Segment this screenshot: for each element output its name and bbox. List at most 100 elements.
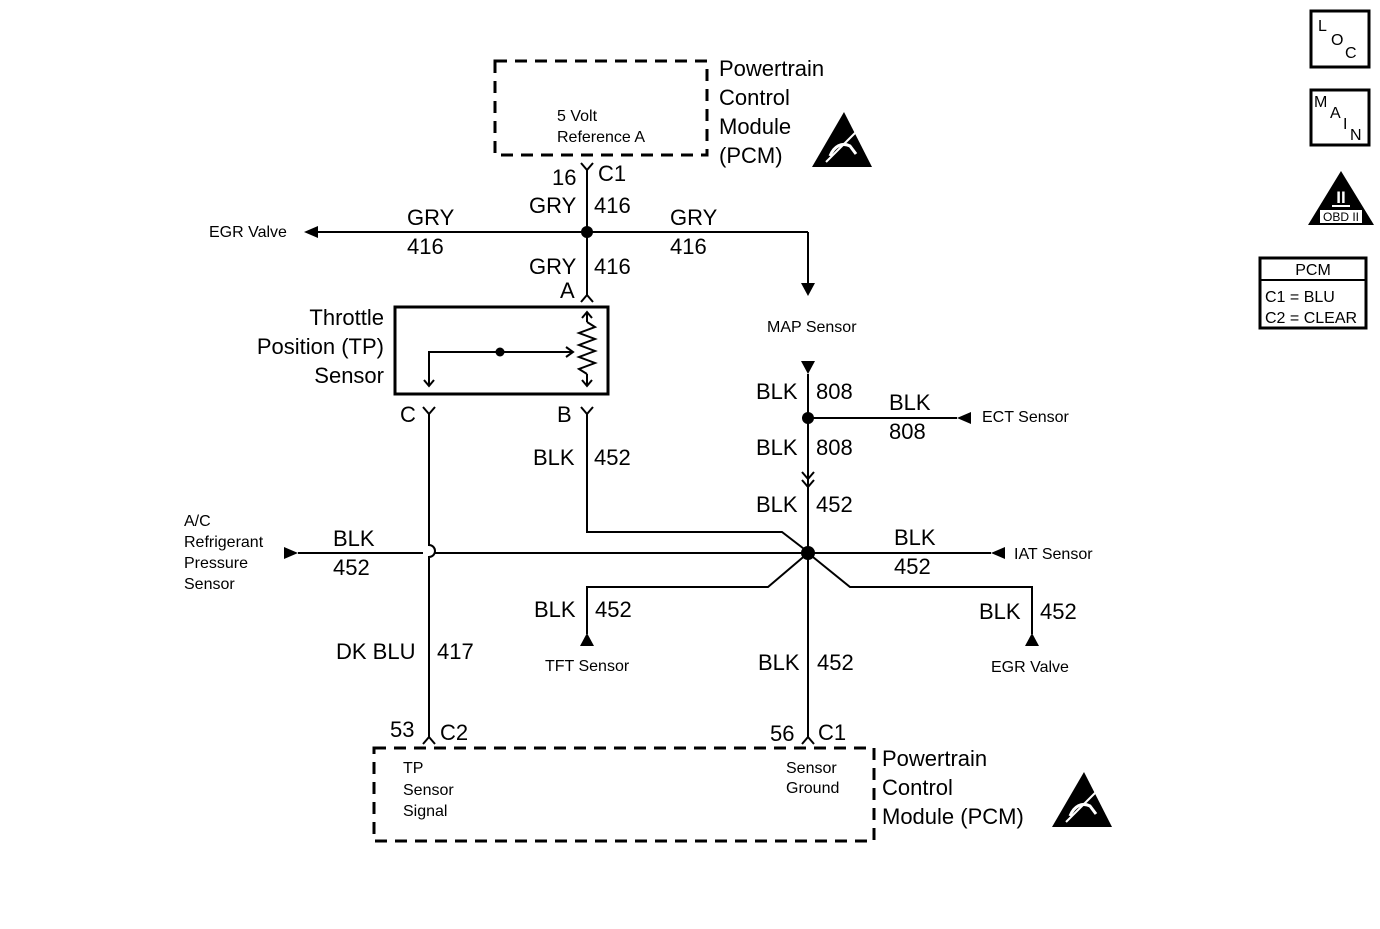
pcm-bottom-ground-line2: Ground [786,780,839,797]
main-button[interactable]: M A I N [1309,88,1371,147]
wire-label-blk-ground: BLK [758,650,800,675]
svg-text:N: N [1350,127,1362,144]
wire-label-452-ac: 452 [333,555,370,580]
pcm-bottom-conn-right: C1 [818,720,846,745]
tp-pin-c: C [400,402,416,427]
pcm-top-title-line1: Powertrain [719,56,824,81]
pcm-bottom-title-line2: Control [882,775,953,800]
pcm-bottom: 53 C2 56 C1 TP Sensor Signal Sensor Grou… [372,717,1024,843]
pcm-top-connector: C1 [598,161,626,186]
splice-gry-416 [581,226,593,238]
obd-ii-button[interactable]: II OBD II [1308,171,1374,225]
wire-blk-452-egr [807,552,1033,634]
pcm-bottom-title-line3: Module (PCM) [882,804,1024,829]
arrow-tft-sensor [580,633,594,646]
wire-label-blk-ect: BLK [889,390,931,415]
pcm-top-box [493,59,709,157]
pcm-top-terminal-line1: 5 Volt [557,108,598,125]
svg-text:A: A [1330,105,1341,122]
pcm-top-title-line3: Module [719,114,791,139]
wire-label-808-upper: 808 [816,379,853,404]
tp-sensor-box [393,305,610,396]
wire-label-gry-left: GRY [407,205,455,230]
wire-blk-452-tp [586,414,809,553]
wire-label-452-mid: 452 [816,492,853,517]
pcm-bottom-tp-line1: TP [403,760,423,777]
wire-label-blk-tft: BLK [534,597,576,622]
wire-label-gry-right: GRY [670,205,718,230]
ac-sensor-line3: Pressure [184,555,248,572]
arrow-egr-valve-top [304,226,318,238]
egr-valve-bottom-label: EGR Valve [991,659,1069,676]
loc-icon[interactable] [1309,9,1371,69]
tp-title-line3: Sensor [314,363,384,388]
arrow-map-sensor [801,283,815,296]
wire-label-gry-lower: GRY [529,254,577,279]
wire-label-416-lower: 416 [594,254,631,279]
splice-blk-808 [802,412,814,424]
wire-label-452-tp: 452 [594,445,631,470]
tp-title-line1: Throttle [309,305,384,330]
wire-label-452-ground: 452 [817,650,854,675]
main-icon[interactable] [1309,88,1371,147]
pcm-bottom-title-line1: Powertrain [882,746,987,771]
pcm-connector-legend: PCM C1 = BLU C2 = CLEAR [1258,256,1368,330]
ac-sensor-line4: Sensor [184,576,235,593]
pcm-top-title-line2: Control [719,85,790,110]
tp-pin-c-connector [422,406,436,416]
pcm-bottom-pin-left: 53 [390,717,414,742]
tft-sensor-label: TFT Sensor [545,658,630,675]
ac-sensor-line2: Refrigerant [184,534,264,551]
wire-label-blk-808-upper: BLK [756,379,798,404]
pcm-bottom-connector-right [801,735,815,745]
pcm-bottom-pin-right: 56 [770,721,794,746]
wire-label-blk-tp: BLK [533,445,575,470]
pcm-top-connector-symbol [580,162,594,172]
tp-wiper [428,351,573,386]
pcm-top-terminal-line2: Reference A [557,129,645,146]
wire-label-808-ect: 808 [889,419,926,444]
wire-label-452-egr: 452 [1040,599,1077,624]
arrow-ect-sensor [957,412,971,424]
ac-sensor-line1: A/C [184,513,211,530]
pcm-legend-title: PCM [1295,262,1331,279]
pcm-legend-c2: C2 = CLEAR [1265,310,1357,327]
pcm-bottom-conn-left: C2 [440,720,468,745]
wire-label-gry-upper: GRY [529,193,577,218]
wire-label-dk-blu: DK BLU [336,639,415,664]
tp-resistor [576,321,598,375]
pcm-bottom-connector-left [422,735,436,745]
tp-pin-b-connector [580,406,594,416]
tp-pin-a-connector [580,293,594,303]
pcm-bottom-ground-line1: Sensor [786,760,837,777]
map-sensor-label: MAP Sensor [767,319,857,336]
wire-label-808-lower: 808 [816,435,853,460]
svg-text:L: L [1318,18,1327,35]
tp-title-line2: Position (TP) [257,334,384,359]
wire-label-blk-iat: BLK [894,525,936,550]
wire-label-416-upper: 416 [594,193,631,218]
svg-text:II: II [1336,188,1345,207]
tp-sensor: A Throttle Position (TP) Sensor C B [257,278,610,427]
egr-valve-top-label: EGR Valve [209,224,287,241]
iat-sensor-label: IAT Sensor [1014,546,1093,563]
tp-pin-a: A [560,278,575,303]
wire-label-blk-egr: BLK [979,599,1021,624]
wire-label-blk-452-mid: BLK [756,492,798,517]
wire-label-blk-ac: BLK [333,526,375,551]
pcm-bottom-box [372,746,876,843]
pcm-legend-c1: C1 = BLU [1265,289,1335,306]
wire-label-452-iat: 452 [894,554,931,579]
pcm-bottom-tp-line3: Signal [403,803,447,820]
pcm-top-pin: 16 [552,165,576,190]
arrow-ac-sensor [284,547,298,559]
arrow-map-sensor-ground [801,361,815,374]
wire-label-blk-808-lower: BLK [756,435,798,460]
esd-warning-icon [812,112,872,167]
wire-blk-452-tft [586,552,809,634]
svg-text:I: I [1343,116,1347,133]
loc-button[interactable]: L O C [1309,9,1371,69]
svg-text:M: M [1314,94,1327,111]
pcm-bottom-tp-line2: Sensor [403,782,454,799]
